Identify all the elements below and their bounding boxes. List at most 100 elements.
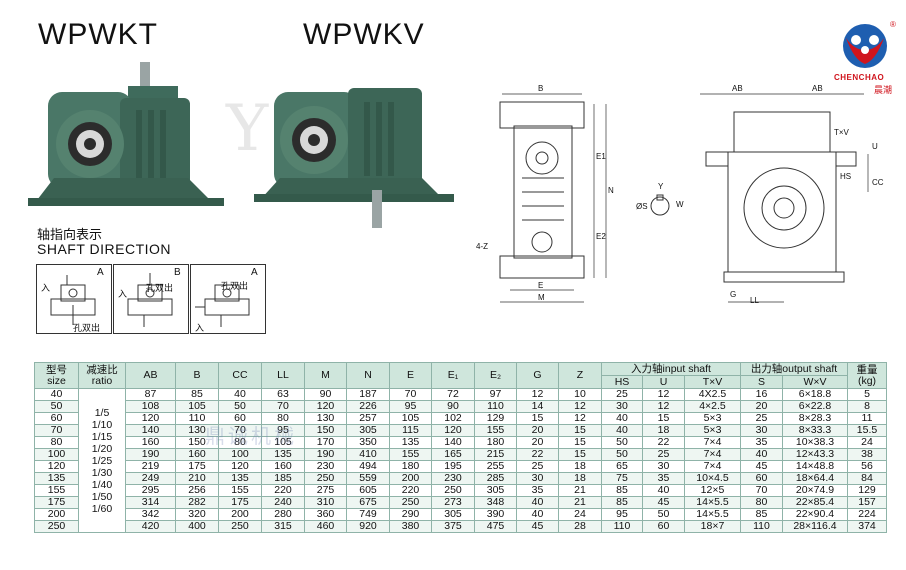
table-cell: 25 (601, 388, 643, 401)
table-cell: 35 (642, 472, 685, 485)
table-cell: 219 (125, 460, 176, 473)
table-cell: 30 (516, 472, 559, 485)
table-cell: 84 (847, 472, 887, 485)
table-cell: 35 (740, 436, 783, 449)
group-header-output-shaft: 出力轴output shaft (740, 362, 848, 376)
table-cell: 5×3 (684, 412, 741, 425)
table-cell: 105 (175, 400, 219, 413)
table-cell: 494 (346, 460, 390, 473)
col-header-weight-cn: 重量 (856, 363, 878, 376)
table-cell: 80 (261, 412, 305, 425)
table-cell: 25 (740, 412, 783, 425)
col-header-ratio-cn: 减速比 (86, 363, 118, 376)
table-cell: 282 (175, 496, 219, 509)
brand-name: CHENCHAO (834, 73, 885, 82)
table-cell: 25 (642, 448, 685, 461)
table-cell: 12×5 (684, 484, 741, 497)
table-cell: 305 (346, 424, 390, 437)
table-cell: 250 (218, 520, 262, 533)
table-cell: 180 (474, 436, 517, 449)
shaft-key-detail: Y ØS W (636, 182, 688, 222)
col-header-u: U (642, 375, 685, 389)
table-cell: 348 (474, 496, 517, 509)
shaft-diagram-1-out: 孔双出 (73, 323, 101, 333)
table-cell: 25 (516, 460, 559, 473)
table-cell: 7×4 (684, 436, 741, 449)
col-header-z: Z (558, 362, 602, 389)
table-cell: 56 (847, 460, 887, 473)
table-cell: 8×28.3 (782, 412, 848, 425)
table-cell: 170 (304, 436, 347, 449)
table-cell: 120 (218, 460, 262, 473)
table-cell: 60 (740, 472, 783, 485)
table-cell: 230 (431, 472, 475, 485)
shaft-direction-title-cn: 轴指向表示 (37, 227, 103, 242)
table-cell: 190 (304, 448, 347, 461)
table-cell: 14×48.8 (782, 460, 848, 473)
table-cell: 7×4 (684, 448, 741, 461)
col-header-ll: LL (261, 362, 305, 389)
table-cell: 605 (346, 484, 390, 497)
table-cell: 40 (516, 496, 559, 509)
table-cell: 120 (125, 412, 176, 425)
table-cell: 155 (34, 484, 79, 497)
table-cell: 200 (34, 508, 79, 521)
ratio-value: 1/5 (94, 406, 110, 419)
col-header-n: N (346, 362, 390, 389)
col-header-ab: AB (125, 362, 176, 389)
table-cell: 180 (389, 460, 432, 473)
table-cell: 310 (304, 496, 347, 509)
table-cell: 280 (261, 508, 305, 521)
table-cell: 14 (516, 400, 559, 413)
model-title-wpwkv: WPWKV (303, 18, 425, 51)
table-cell: 187 (346, 388, 390, 401)
table-cell: 290 (389, 508, 432, 521)
table-cell: 38 (847, 448, 887, 461)
table-cell: 10×4.5 (684, 472, 741, 485)
table-cell: 35 (516, 484, 559, 497)
gearbox-photo-wpwkv (254, 78, 454, 230)
table-cell: 40 (218, 388, 262, 401)
table-cell: 140 (125, 424, 176, 437)
ratio-value: 1/40 (91, 478, 113, 491)
table-cell: 342 (125, 508, 176, 521)
dim-label-hs: HS (840, 172, 852, 181)
table-cell: 140 (431, 436, 475, 449)
table-cell: 97 (474, 388, 517, 401)
table-cell: 4X2.5 (684, 388, 741, 401)
col-header-m: M (304, 362, 347, 389)
table-cell: 200 (389, 472, 432, 485)
table-cell: 226 (346, 400, 390, 413)
table-cell: 70 (261, 400, 305, 413)
table-cell: 675 (346, 496, 390, 509)
table-cell: 257 (346, 412, 390, 425)
col-header-weight-unit: (kg) (857, 374, 877, 387)
table-cell: 45 (642, 496, 685, 509)
table-cell: 920 (346, 520, 390, 533)
table-cell: 120 (304, 400, 347, 413)
table-cell: 15 (642, 412, 685, 425)
ratio-value: 1/50 (91, 490, 113, 503)
model-title-wpwkt: WPWKT (38, 18, 158, 51)
table-cell: 16 (740, 388, 783, 401)
table-cell: 18×64.4 (782, 472, 848, 485)
table-cell: 250 (304, 472, 347, 485)
table-cell: 11 (847, 412, 887, 425)
table-cell: 315 (261, 520, 305, 533)
table-cell: 85 (601, 496, 643, 509)
table-cell: 8×33.3 (782, 424, 848, 437)
table-cell: 70 (740, 484, 783, 497)
dim-label-ab-right: AB (812, 84, 823, 93)
col-header-g: G (516, 362, 559, 389)
table-cell: 28 (558, 520, 602, 533)
shaft-diagram-3: A 入 孔双出 (190, 264, 266, 334)
technical-drawing-side: AB AB T×V U HS CC G LL (694, 82, 890, 308)
table-cell: 24 (847, 436, 887, 449)
table-cell: 12 (558, 412, 602, 425)
table-cell: 230 (304, 460, 347, 473)
table-cell: 360 (304, 508, 347, 521)
table-cell: 375 (431, 520, 475, 533)
